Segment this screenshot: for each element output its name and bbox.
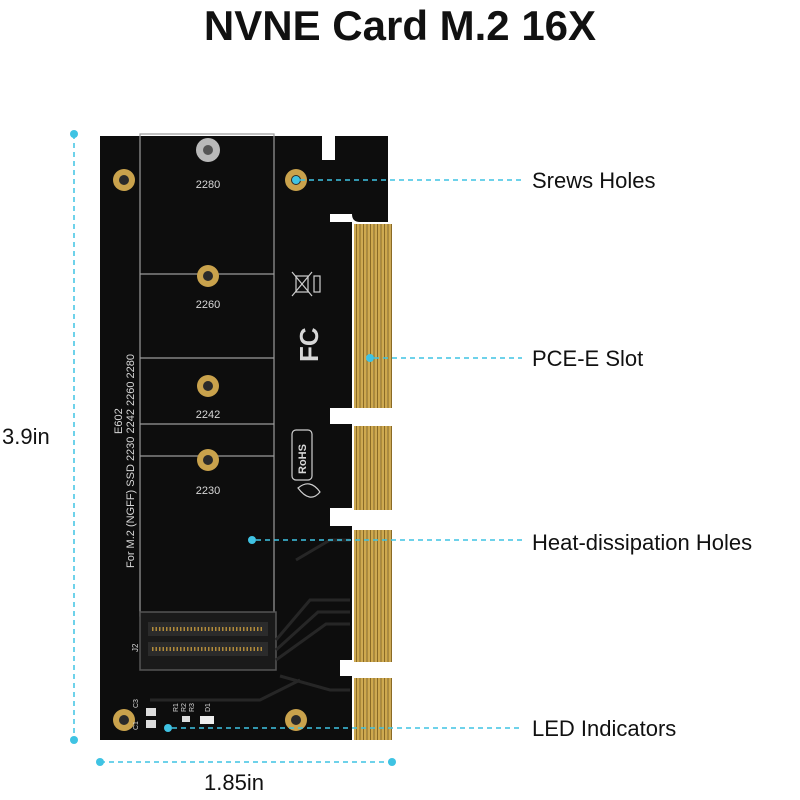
height-label: 3.9in bbox=[2, 424, 50, 449]
m2-connector bbox=[139, 611, 277, 671]
rohs-badge: RoHS bbox=[291, 429, 321, 498]
led-ref-r3: R3 bbox=[189, 703, 196, 712]
pcb-board bbox=[100, 136, 388, 740]
mount-hole-2230 bbox=[197, 449, 219, 471]
fc-mark: FC bbox=[294, 327, 324, 362]
label-pcie-slot: PCE-E Slot bbox=[532, 346, 644, 371]
label-led: LED Indicators bbox=[532, 716, 677, 741]
led-ref-d1: D1 bbox=[205, 703, 212, 712]
pcie-contacts bbox=[354, 678, 392, 740]
size-label-2280: 2280 bbox=[196, 179, 220, 191]
svg-text:RoHS: RoHS bbox=[297, 444, 309, 474]
callout-screw-holes bbox=[292, 176, 522, 184]
pcie-contacts bbox=[354, 530, 392, 662]
led-ref-c3: C3 bbox=[133, 699, 140, 708]
model-label: E602 bbox=[113, 408, 125, 434]
led-ref-r2: R2 bbox=[181, 703, 188, 712]
screw-hole bbox=[285, 709, 307, 731]
mount-hole-2242 bbox=[197, 375, 219, 397]
callout-heat-holes bbox=[248, 536, 522, 544]
led-ref-c1: C1 bbox=[133, 721, 140, 730]
mount-hole-2260 bbox=[197, 265, 219, 287]
board-description: For M.2 (NGFF) SSD 2230 2242 2260 2280 bbox=[125, 354, 137, 568]
weee-icon bbox=[291, 271, 321, 297]
connector-ref: J2 bbox=[131, 643, 140, 652]
pcie-contacts bbox=[354, 426, 392, 510]
height-dimension bbox=[70, 130, 78, 744]
led-indicators bbox=[146, 708, 214, 728]
width-dimension bbox=[96, 758, 396, 766]
led-ref-r1: R1 bbox=[173, 703, 180, 712]
size-label-2242: 2242 bbox=[196, 409, 220, 421]
callout-led bbox=[164, 724, 522, 732]
size-label-2260: 2260 bbox=[196, 299, 220, 311]
label-heat-holes: Heat-dissipation Holes bbox=[532, 530, 753, 555]
label-screw-holes: Srews Holes bbox=[532, 168, 656, 193]
page-title: NVNE Card M.2 16X bbox=[203, 2, 597, 49]
screw-hole bbox=[113, 709, 135, 731]
pcie-contacts bbox=[354, 224, 392, 408]
pcb-traces bbox=[150, 538, 350, 702]
width-label: 1.85in bbox=[204, 770, 264, 795]
screw-hole bbox=[113, 169, 135, 191]
callout-pcie-slot bbox=[366, 354, 522, 362]
size-label-2230: 2230 bbox=[196, 485, 220, 497]
standoff-screw bbox=[196, 138, 220, 162]
